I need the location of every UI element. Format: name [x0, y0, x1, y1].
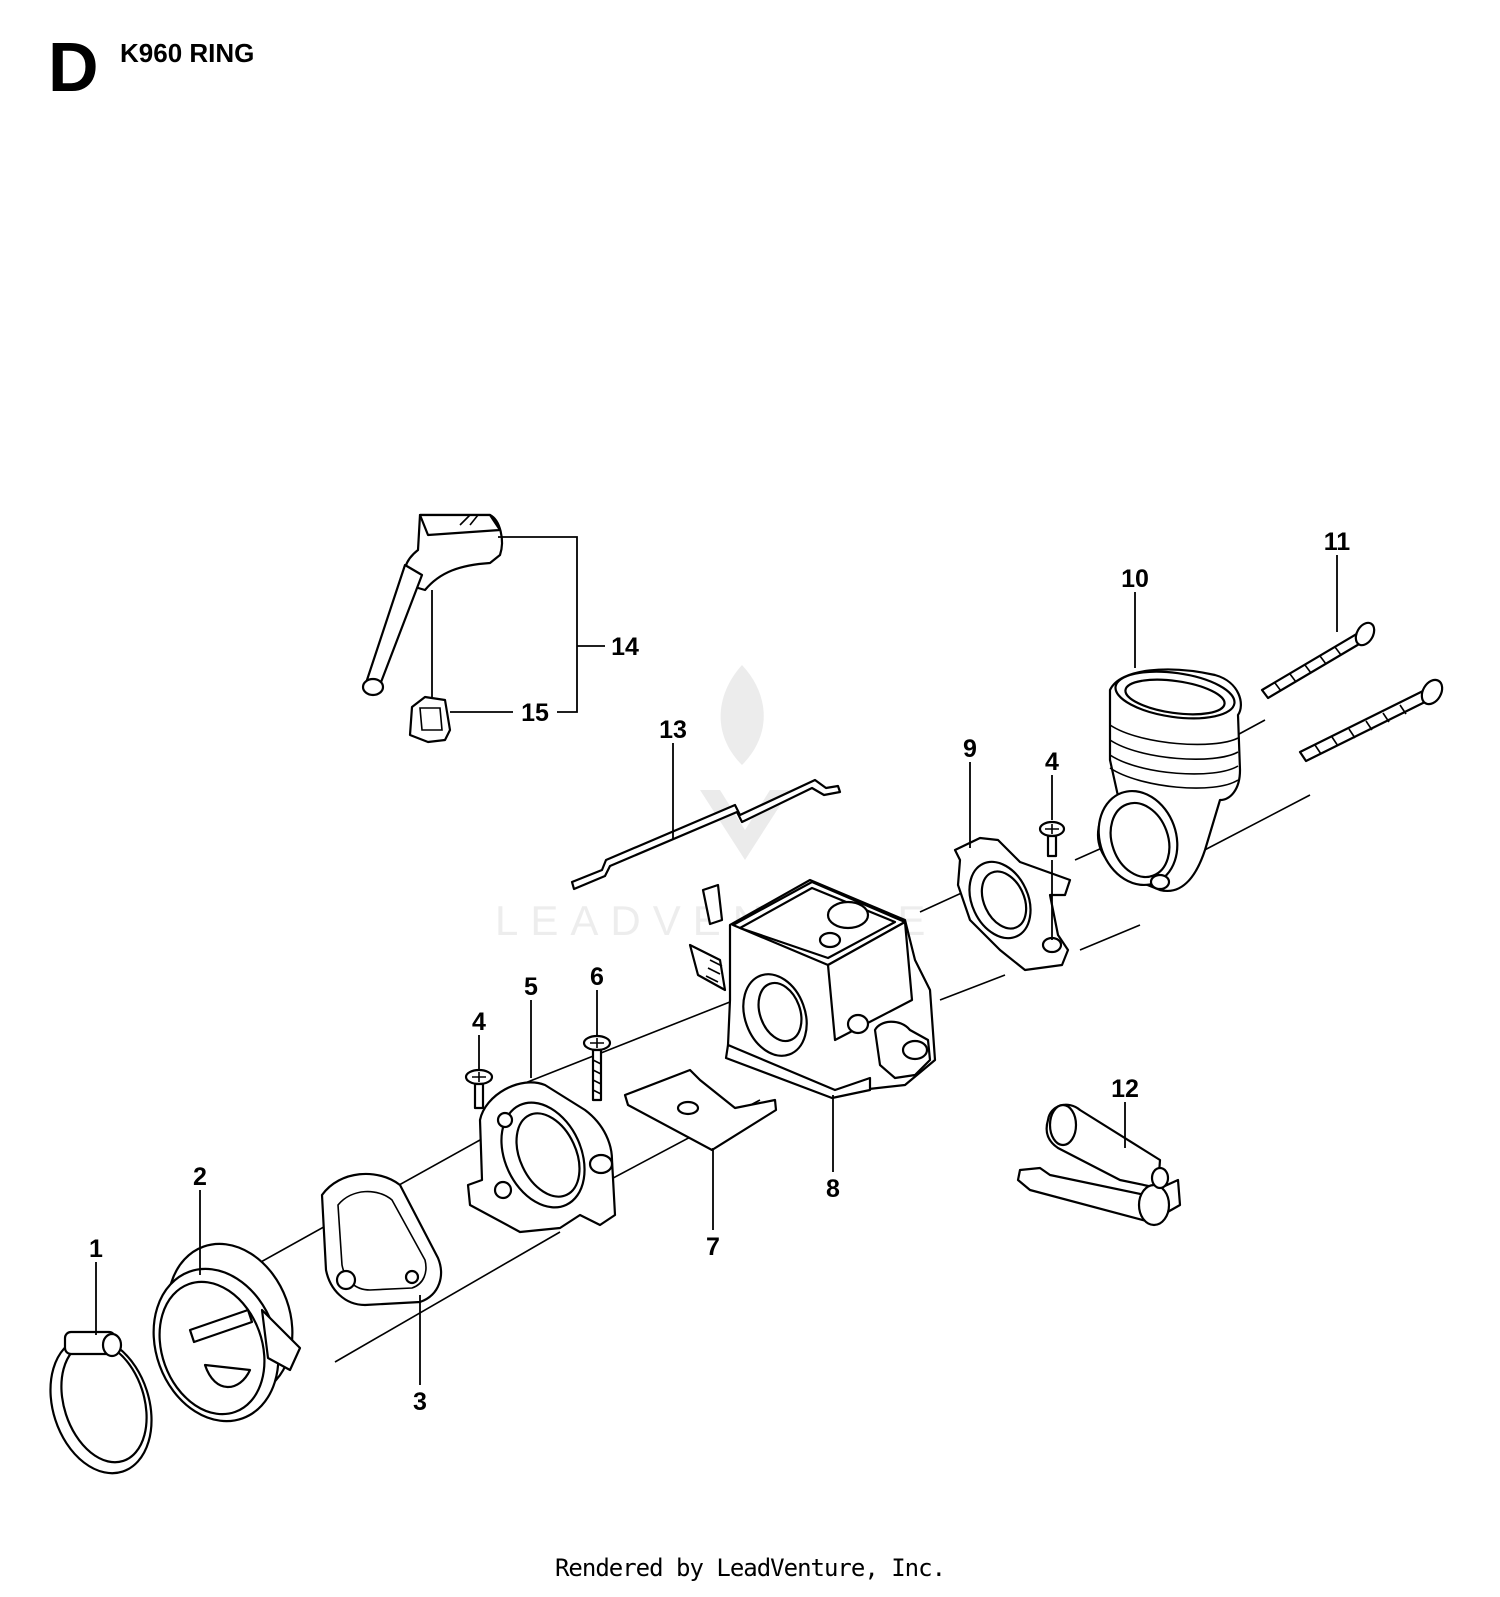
callout-15: 15	[521, 699, 549, 727]
callout-8: 8	[826, 1175, 840, 1203]
choke-lever-part-14	[361, 513, 504, 697]
screw-part-4-right	[1038, 820, 1066, 858]
callout-13: 13	[659, 716, 687, 744]
callout-4-left: 4	[472, 1008, 486, 1036]
hose-clamp-part-1	[49, 1330, 153, 1475]
callout-10: 10	[1121, 565, 1149, 593]
footer-credit: Rendered by LeadVenture, Inc.	[554, 1554, 946, 1582]
callout-3: 3	[413, 1388, 427, 1416]
clip-part-15	[408, 695, 452, 744]
gasket-part-3	[320, 1172, 443, 1307]
intake-flange-part-9	[953, 836, 1072, 972]
air-adapter-part-2	[152, 1242, 302, 1423]
callout-6: 6	[590, 963, 604, 991]
long-screw-part-11-lower	[1298, 678, 1444, 763]
flange-part-5	[466, 1081, 617, 1234]
intake-boot-part-10	[1096, 668, 1242, 893]
long-screw-part-11-upper	[1260, 621, 1376, 700]
link-rod-part-13	[570, 778, 842, 891]
callout-12: 12	[1111, 1075, 1139, 1103]
assembly-axis-lines	[249, 719, 1311, 1363]
section-letter: D	[48, 28, 99, 106]
callout-1: 1	[89, 1235, 103, 1263]
callout-numbers: 1 2 3 4 4 5 6 7 8 9 10 11 12 13 14 15	[89, 528, 1350, 1416]
filter-part-12	[1016, 1103, 1182, 1227]
callout-9: 9	[963, 735, 977, 763]
screw-part-6	[582, 1034, 612, 1102]
callout-14: 14	[611, 633, 639, 661]
leader-lines	[95, 536, 1338, 1385]
callout-2: 2	[193, 1163, 207, 1191]
model-title: K960 RING	[120, 38, 255, 68]
callout-5: 5	[524, 973, 538, 1001]
screw-part-4-left	[464, 1068, 494, 1110]
callout-7: 7	[706, 1233, 720, 1261]
callout-11: 11	[1324, 528, 1351, 556]
callout-4-right: 4	[1045, 748, 1059, 776]
plate-part-7	[623, 1068, 778, 1152]
carburettor-part-8	[688, 878, 937, 1100]
